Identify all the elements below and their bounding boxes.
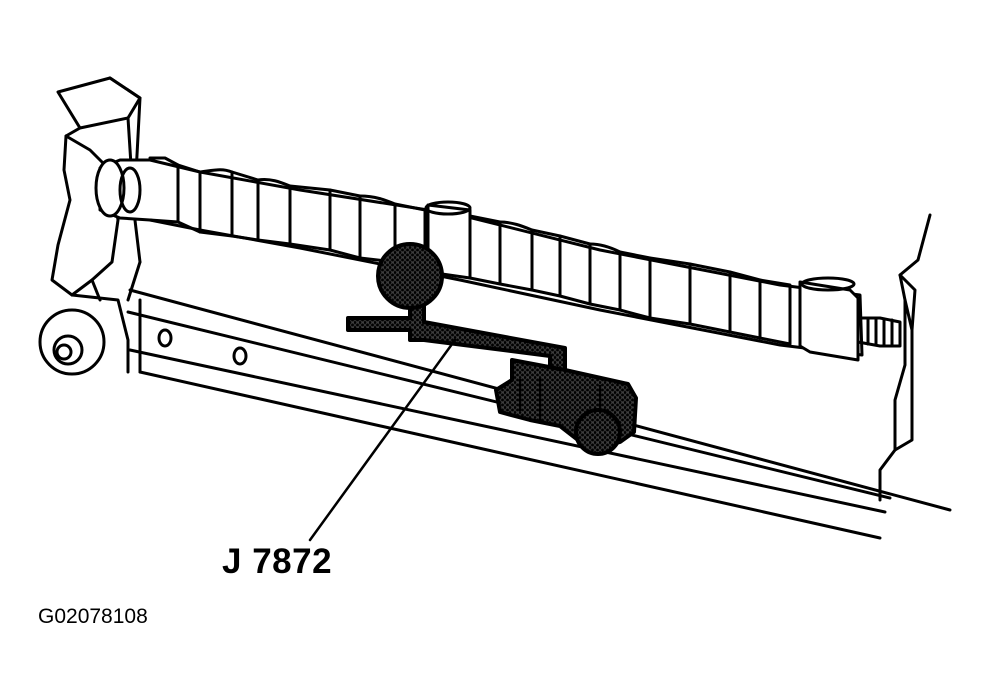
callout-leader xyxy=(308,338,457,542)
camshaft xyxy=(94,156,902,362)
figure-id: G02078108 xyxy=(38,605,148,628)
bracket-bolt xyxy=(38,308,106,376)
right-block-edge xyxy=(878,213,932,502)
tool-j7872 xyxy=(346,242,638,456)
tool-callout-label: J 7872 xyxy=(222,542,333,581)
front-bracket xyxy=(50,76,142,374)
